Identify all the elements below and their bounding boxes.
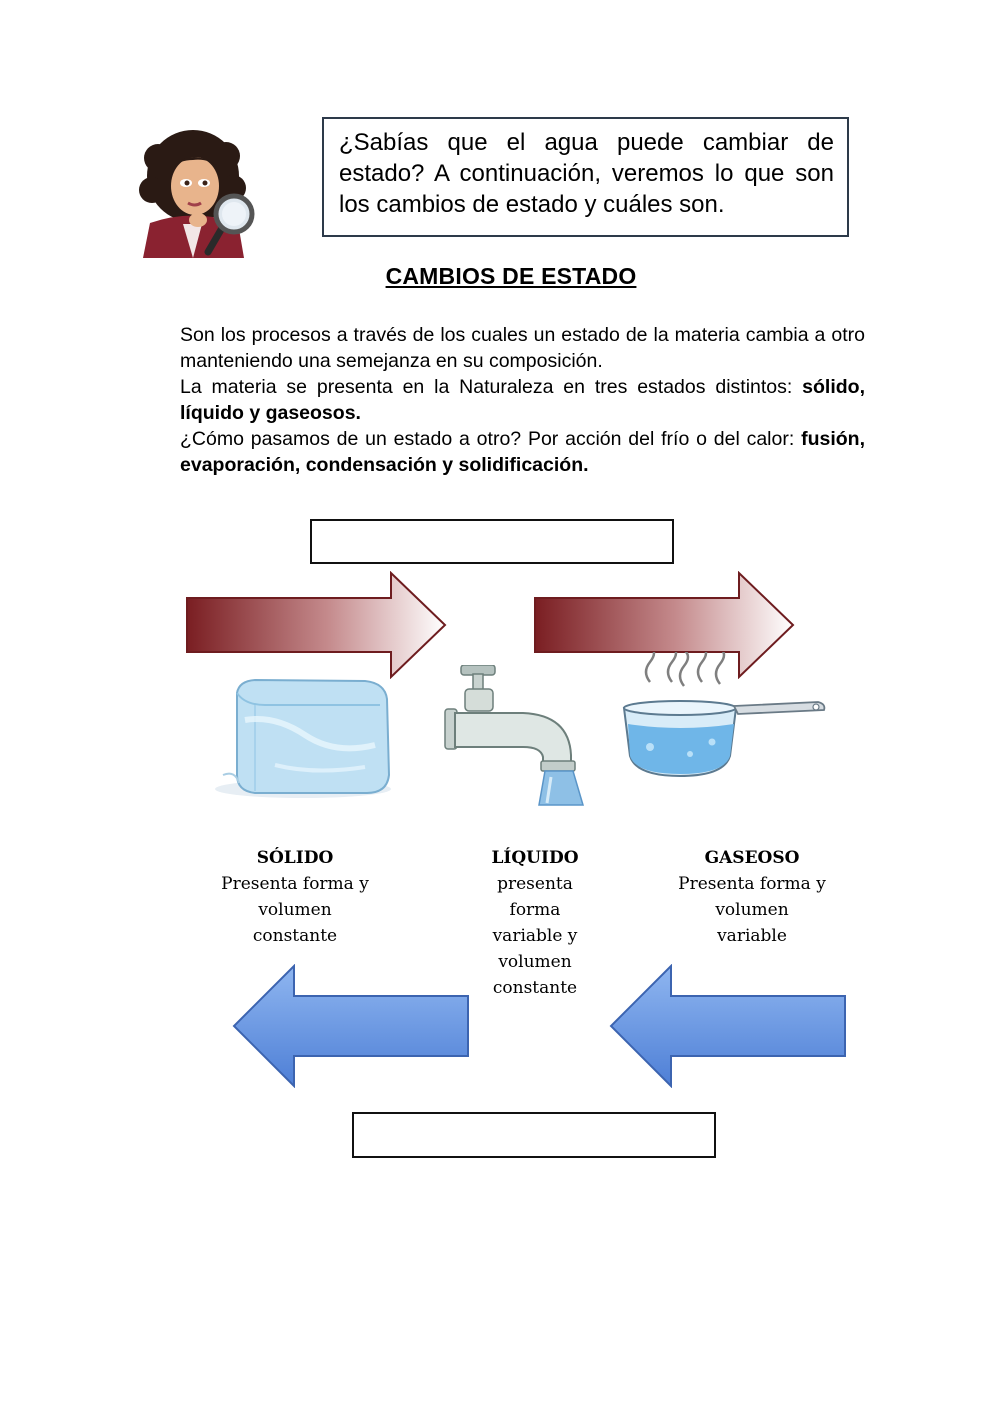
cold-arrow-right-icon xyxy=(609,964,846,1088)
answer-box-top[interactable] xyxy=(310,519,674,564)
intro-text: ¿Sabías que el agua puede cambiar de est… xyxy=(339,129,834,218)
body-paragraph-2: La materia se presenta en la Naturaleza … xyxy=(180,376,865,424)
body-text: Son los procesos a través de los cuales … xyxy=(180,322,865,478)
body-paragraph-1: Son los procesos a través de los cuales … xyxy=(180,324,865,372)
ice-cube-icon xyxy=(215,678,391,798)
state-gas: GASEOSO Presenta forma y volumen variabl… xyxy=(657,845,847,949)
cold-arrow-left-icon xyxy=(232,964,469,1088)
water-tap-icon xyxy=(444,665,585,806)
state-solid: SÓLIDO Presenta forma y volumen constant… xyxy=(200,845,390,949)
state-title: LÍQUIDO xyxy=(491,848,579,868)
boiling-pot-icon xyxy=(622,652,826,778)
heat-arrow-left-icon xyxy=(186,571,447,679)
answer-box-bottom[interactable] xyxy=(352,1112,716,1158)
state-title: SÓLIDO xyxy=(256,848,334,868)
body-paragraph-3: ¿Cómo pasamos de un estado a otro? Por a… xyxy=(180,428,865,476)
state-liquid: LÍQUIDO presenta forma variable y volume… xyxy=(474,845,596,1001)
page-title: CAMBIOS DE ESTADO xyxy=(385,263,637,289)
intro-text-box: ¿Sabías que el agua puede cambiar de est… xyxy=(322,117,849,237)
heat-arrow-right-icon xyxy=(534,571,795,679)
state-title: GASEOSO xyxy=(704,848,800,868)
avatar-detective-icon xyxy=(139,130,255,258)
